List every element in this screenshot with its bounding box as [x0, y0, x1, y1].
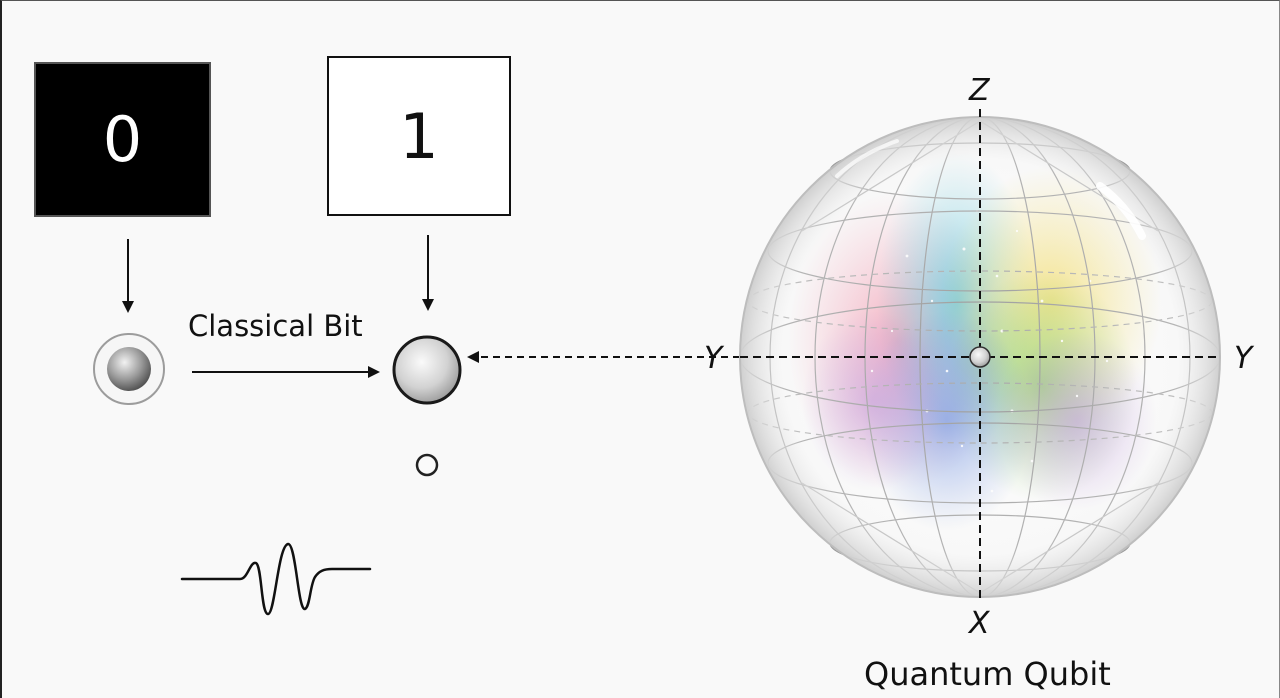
bit-one-ball	[392, 335, 462, 405]
y-axis-label-left: Y	[704, 341, 723, 376]
z-axis-label: Z	[969, 73, 990, 108]
bit-one-value: 1	[399, 99, 439, 173]
qubit-state-point	[969, 346, 991, 368]
classical-bit-label: Classical Bit	[188, 309, 363, 343]
bit-one-box: 1	[327, 56, 511, 216]
bit-zero-value: 0	[102, 103, 143, 176]
waveform-icon	[180, 542, 372, 616]
small-circle	[415, 453, 439, 477]
quantum-qubit-label: Quantum Qubit	[864, 655, 1111, 693]
bit-zero-ball	[93, 333, 165, 405]
y-axis-label-right: Y	[1234, 341, 1253, 376]
x-axis-label: X	[969, 606, 990, 641]
bit-zero-box: 0	[34, 62, 211, 217]
